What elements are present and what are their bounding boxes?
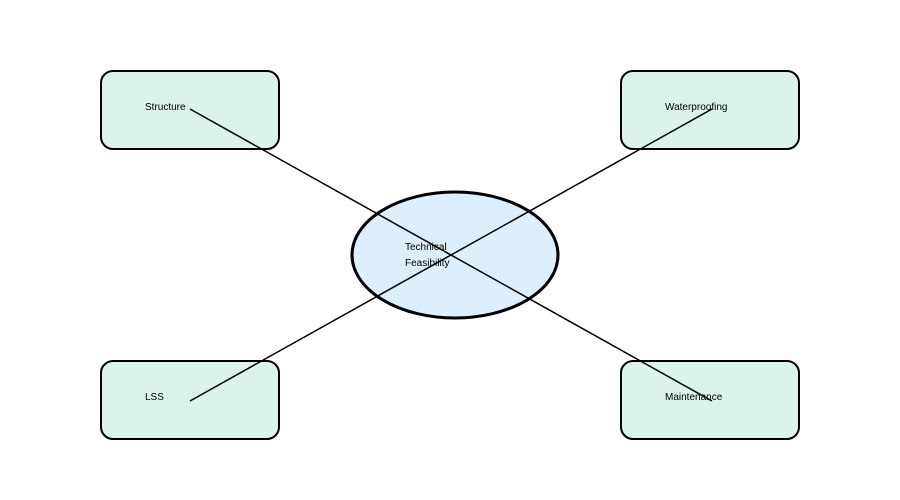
center-label-line-2: Feasibility bbox=[405, 258, 449, 269]
center-ellipse bbox=[350, 190, 560, 320]
center-label-line-1: Technical bbox=[405, 242, 447, 253]
node-structure-box bbox=[100, 70, 280, 150]
node-structure: Structure bbox=[100, 70, 280, 150]
edge-waterproofing-lss bbox=[189, 108, 713, 402]
center-node: Technical Feasibility bbox=[350, 190, 560, 320]
node-maintenance-label: Maintenance bbox=[665, 392, 723, 403]
node-structure-label: Structure bbox=[145, 102, 186, 113]
node-lss: LSS bbox=[100, 360, 280, 440]
node-waterproofing-label: Waterproofing bbox=[665, 102, 727, 113]
node-lss-label: LSS bbox=[145, 392, 164, 403]
node-lss-box bbox=[100, 360, 280, 440]
